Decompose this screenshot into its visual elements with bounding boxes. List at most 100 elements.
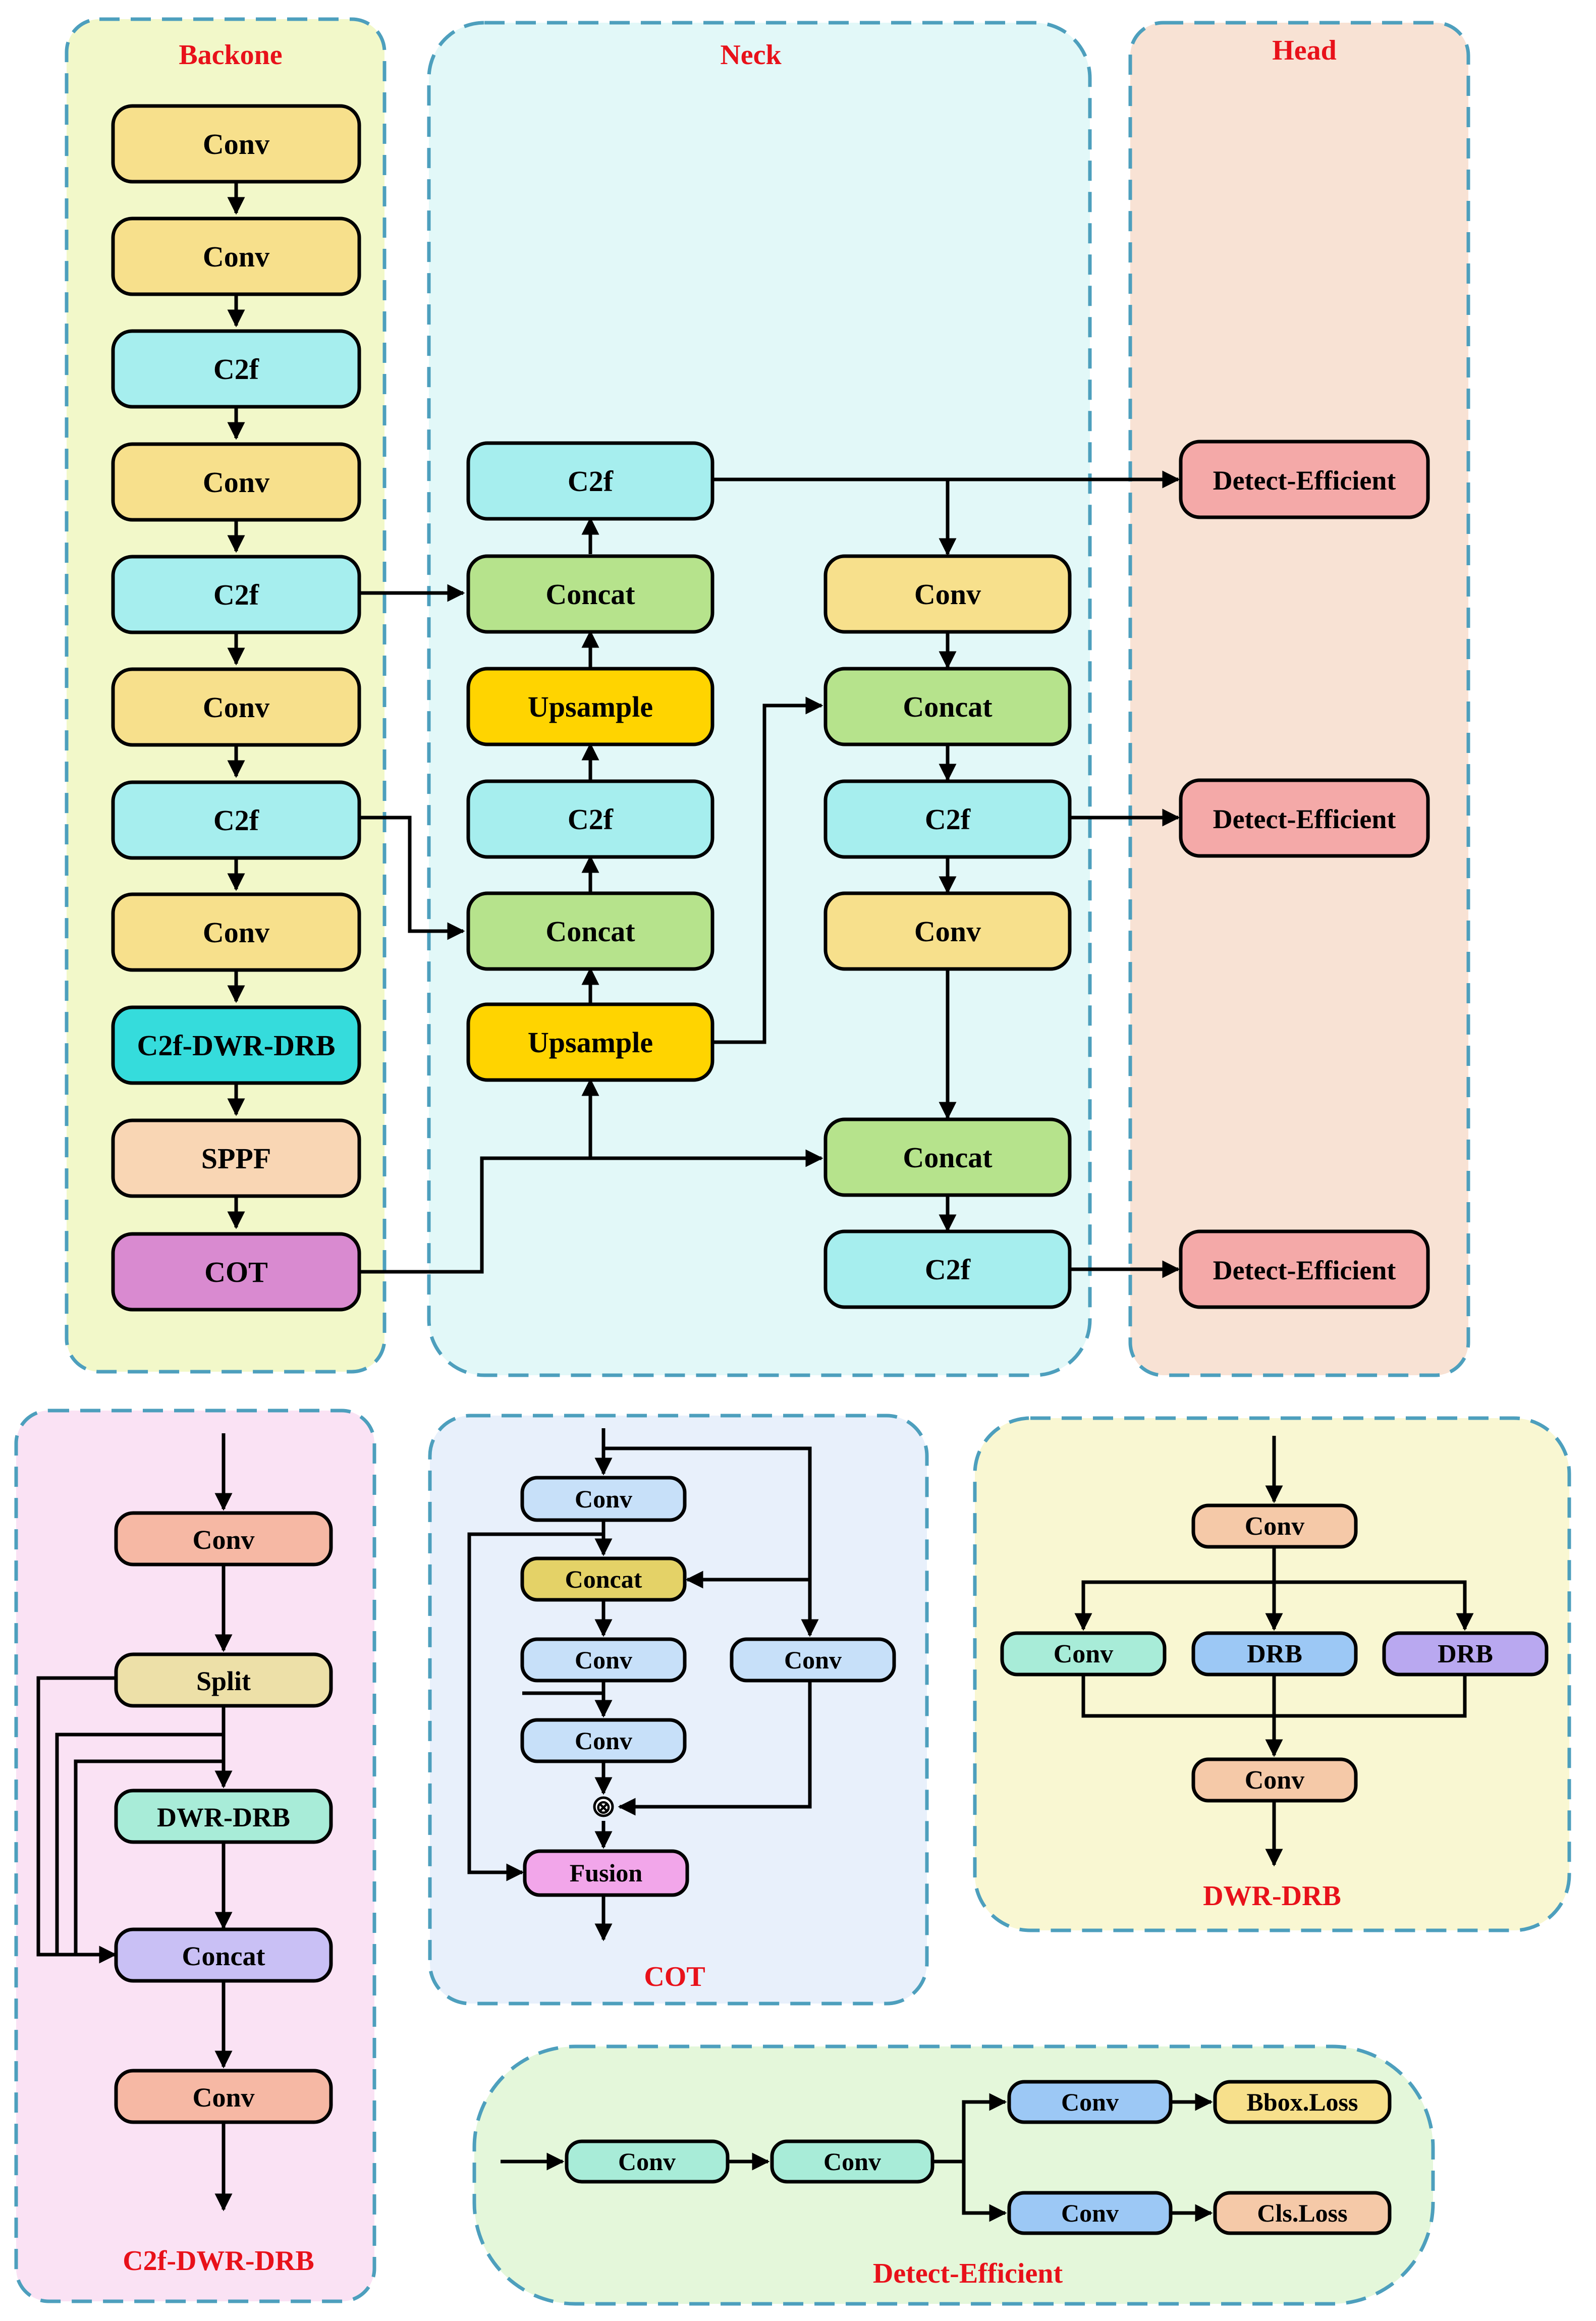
detect-block-conv-bottom-label: Conv: [1061, 2199, 1119, 2227]
cot-block-concat: [520, 1556, 687, 1602]
backbone-sppf-label: SPPF: [201, 1142, 271, 1175]
detect-efficient-panel: [472, 2044, 1435, 2306]
dwr-block-drb-1: [1191, 1631, 1358, 1677]
neck-conv-1: [823, 554, 1072, 634]
dwr-drb-title: DWR-DRB: [1203, 1880, 1341, 1912]
c2f-block-conv-bottom-label: Conv: [192, 2082, 254, 2113]
c2f-block-split: [114, 1652, 333, 1708]
neck-c2f-2-label: C2f: [925, 803, 971, 836]
cot-title: COT: [644, 1961, 705, 1992]
neck-concat-3: [823, 667, 1072, 746]
backbone-c2f-dwr-drb: [111, 1005, 361, 1085]
head-detect-2-label: Detect-Efficient: [1213, 804, 1396, 834]
cot-block-multiply-node: [593, 1796, 614, 1817]
neck-upsample-1: [466, 667, 714, 746]
head-detect-2: [1179, 778, 1430, 858]
neck-concat-3-label: Concat: [903, 690, 993, 723]
cot-block-conv-side-label: Conv: [784, 1646, 842, 1674]
neck-title: Neck: [720, 39, 782, 71]
cot-block-multiply-icon: ⊗: [595, 1796, 612, 1818]
backbone-title: Backone: [179, 39, 282, 71]
dwr-block-drb-1-label: DRB: [1247, 1640, 1302, 1668]
cot-block-concat-label: Concat: [565, 1565, 642, 1593]
backbone-c2f-3: [111, 780, 361, 860]
backbone-conv-1-label: Conv: [203, 128, 269, 160]
backbone-conv-4-label: Conv: [203, 691, 269, 724]
neck-c2f-mid-label: C2f: [568, 803, 614, 836]
dwr-block-conv-label: Conv: [1054, 1640, 1113, 1668]
backbone-conv-2: [111, 217, 361, 296]
c2f-block-dwr-drb: [114, 1789, 333, 1844]
neck-concat-4: [823, 1117, 1072, 1197]
detect-block-conv-2: [770, 2139, 934, 2184]
dwr-block-conv: [1000, 1631, 1167, 1677]
detect-block-conv-1-label: Conv: [618, 2147, 676, 2176]
cot-block-conv-2-label: Conv: [575, 1646, 632, 1674]
c2f-block-concat: [114, 1927, 333, 1983]
c2f-block-dwr-drb-label: DWR-DRB: [157, 1802, 290, 1832]
backbone-conv-1: [111, 104, 361, 184]
backbone-conv-3-label: Conv: [203, 466, 269, 499]
detect-block-conv-top-label: Conv: [1061, 2088, 1119, 2116]
backbone-conv-4: [111, 667, 361, 747]
backbone-conv-2-label: Conv: [203, 240, 269, 273]
neck-c2f-2: [823, 779, 1072, 859]
backbone-cot: [111, 1232, 361, 1312]
cot-block-conv-2: [520, 1637, 687, 1683]
detect-block-bbox-loss-label: Bbox.Loss: [1247, 2088, 1358, 2116]
backbone-c2f-2-label: C2f: [213, 578, 259, 611]
head-panel: [1128, 21, 1470, 1377]
c2f-block-split-label: Split: [196, 1666, 251, 1696]
cot-block-conv-1: [520, 1476, 687, 1522]
neck-concat-1-label: Concat: [545, 578, 635, 611]
neck-c2f-top: [466, 441, 714, 521]
backbone-c2f-2: [111, 555, 361, 634]
neck-conv-1-label: Conv: [914, 578, 981, 611]
head-detect-1-label: Detect-Efficient: [1213, 465, 1396, 496]
cot-block-conv-1-label: Conv: [575, 1485, 632, 1513]
dwr-block-drb-2-label: DRB: [1438, 1640, 1493, 1668]
c2f-block-concat-label: Concat: [182, 1941, 265, 1971]
neck-c2f-3: [823, 1229, 1072, 1309]
detect-block-cls-loss: [1213, 2191, 1392, 2235]
cot-block-conv-3-label: Conv: [575, 1726, 632, 1755]
cot-block-conv-3: [520, 1718, 687, 1763]
cot-block-fusion-label: Fusion: [570, 1859, 643, 1887]
backbone-c2f-dwr-drb-label: C2f-DWR-DRB: [137, 1029, 335, 1062]
dwr-block-drb-2: [1382, 1631, 1549, 1677]
detect-block-cls-loss-label: Cls.Loss: [1257, 2199, 1347, 2227]
backbone-c2f-3-label: C2f: [213, 804, 259, 837]
neck-upsample-1-label: Upsample: [528, 690, 653, 723]
detect-block-conv-top: [1007, 2080, 1173, 2124]
detect-block-conv-1: [565, 2139, 730, 2184]
neck-c2f-mid: [466, 779, 714, 859]
dwr-block-conv-bottom-label: Conv: [1245, 1766, 1304, 1795]
detect-efficient-title: Detect-Efficient: [873, 2258, 1063, 2289]
c2f-block-conv-top-label: Conv: [192, 1525, 254, 1555]
c2f-block-conv-top: [114, 1511, 333, 1567]
neck-concat-2-label: Concat: [545, 915, 635, 948]
dwr-block-conv-bottom: [1191, 1757, 1358, 1803]
backbone-conv-3: [111, 442, 361, 522]
detect-block-bbox-loss: [1213, 2080, 1392, 2124]
detect-block-conv-bottom: [1007, 2191, 1173, 2235]
cot-block-conv-side: [730, 1637, 896, 1683]
neck-conv-2-label: Conv: [914, 915, 981, 948]
head-detect-3-label: Detect-Efficient: [1213, 1255, 1396, 1285]
neck-concat-1: [466, 554, 714, 634]
c2f-block-conv-bottom: [114, 2069, 333, 2124]
detect-block-conv-2-label: Conv: [823, 2147, 881, 2176]
neck-c2f-3-label: C2f: [925, 1253, 971, 1286]
neck-c2f-top-label: C2f: [568, 465, 614, 498]
neck-upsample-2: [466, 1002, 714, 1082]
backbone-conv-5: [111, 892, 361, 972]
neck-concat-2: [466, 891, 714, 971]
head-title: Head: [1272, 35, 1337, 66]
backbone-c2f-1-label: C2f: [213, 353, 259, 386]
backbone-cot-label: COT: [204, 1256, 268, 1288]
backbone-conv-5-label: Conv: [203, 916, 269, 949]
head-detect-3: [1179, 1229, 1430, 1309]
head-detect-1: [1179, 440, 1430, 519]
c2f-dwr-drb-title: C2f-DWR-DRB: [123, 2245, 314, 2277]
neck-concat-4-label: Concat: [903, 1141, 993, 1174]
